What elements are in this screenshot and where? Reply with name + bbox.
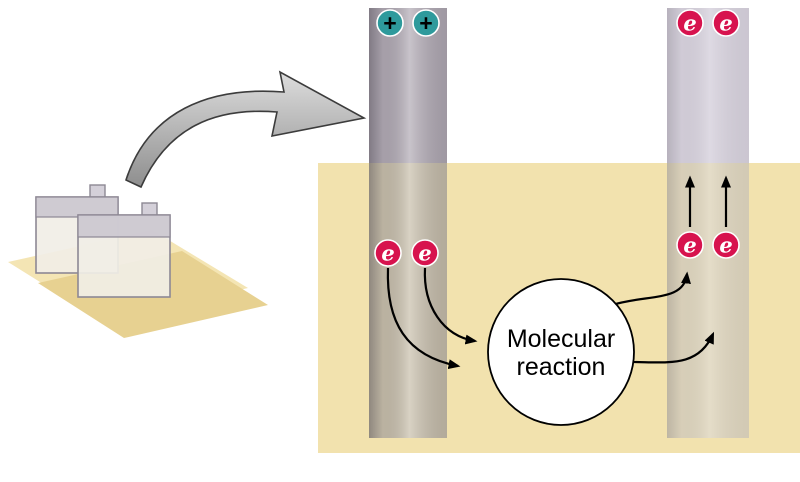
electron-flow-arrow [386, 267, 461, 370]
electron: e [676, 231, 704, 259]
plus-symbol: + [419, 10, 432, 36]
positive-ion: + [412, 9, 440, 37]
reaction-label-line2: reaction [517, 353, 606, 381]
right-electrode [667, 8, 749, 438]
battery-top-band [77, 214, 171, 238]
electron: e [712, 9, 740, 37]
electron-flow-arrow [629, 331, 715, 364]
positive-ion-circle [376, 9, 404, 37]
battery-front [77, 202, 171, 298]
electron-circle [712, 231, 740, 259]
right-electrode-electrons: e e [676, 231, 740, 259]
electron-circle [676, 9, 704, 37]
electron-symbol: e [418, 241, 431, 266]
zoom-arrow-icon [125, 70, 367, 189]
electron-circle [676, 231, 704, 259]
electron: e [712, 231, 740, 259]
electron: e [676, 9, 704, 37]
electron-symbol: e [719, 11, 732, 36]
electron-flow-arrow [423, 267, 478, 345]
reaction-label-line1: Molecular [507, 325, 615, 353]
battery-illustration [8, 184, 268, 338]
electron: e [374, 239, 402, 267]
left-terminal-ions: + + [376, 9, 440, 37]
plus-symbol: + [383, 10, 396, 36]
electron-circle [374, 239, 402, 267]
electron-flow-arrows [386, 175, 731, 370]
reaction-circle-outline [487, 278, 635, 426]
electron-circle [712, 9, 740, 37]
left-electrode-shading [369, 8, 447, 438]
battery-terminal-nub [141, 202, 158, 217]
battery-terminal-nub [89, 184, 106, 199]
electron-circle [411, 239, 439, 267]
positive-ion-circle [412, 9, 440, 37]
electron-symbol: e [683, 233, 696, 258]
battery-top-band [35, 196, 119, 218]
electron-symbol: e [719, 233, 732, 258]
electron: e [411, 239, 439, 267]
left-electrode [369, 8, 447, 438]
right-electrode-shading [667, 8, 749, 438]
positive-ion: + [376, 9, 404, 37]
electron-symbol: e [683, 11, 696, 36]
left-electrode-electrons: e e [374, 239, 439, 267]
reaction-circle: Molecular reaction [487, 278, 635, 426]
electron-flow-arrow [611, 271, 691, 307]
right-terminal-electrons: e e [676, 9, 740, 37]
electron-symbol: e [381, 241, 394, 266]
